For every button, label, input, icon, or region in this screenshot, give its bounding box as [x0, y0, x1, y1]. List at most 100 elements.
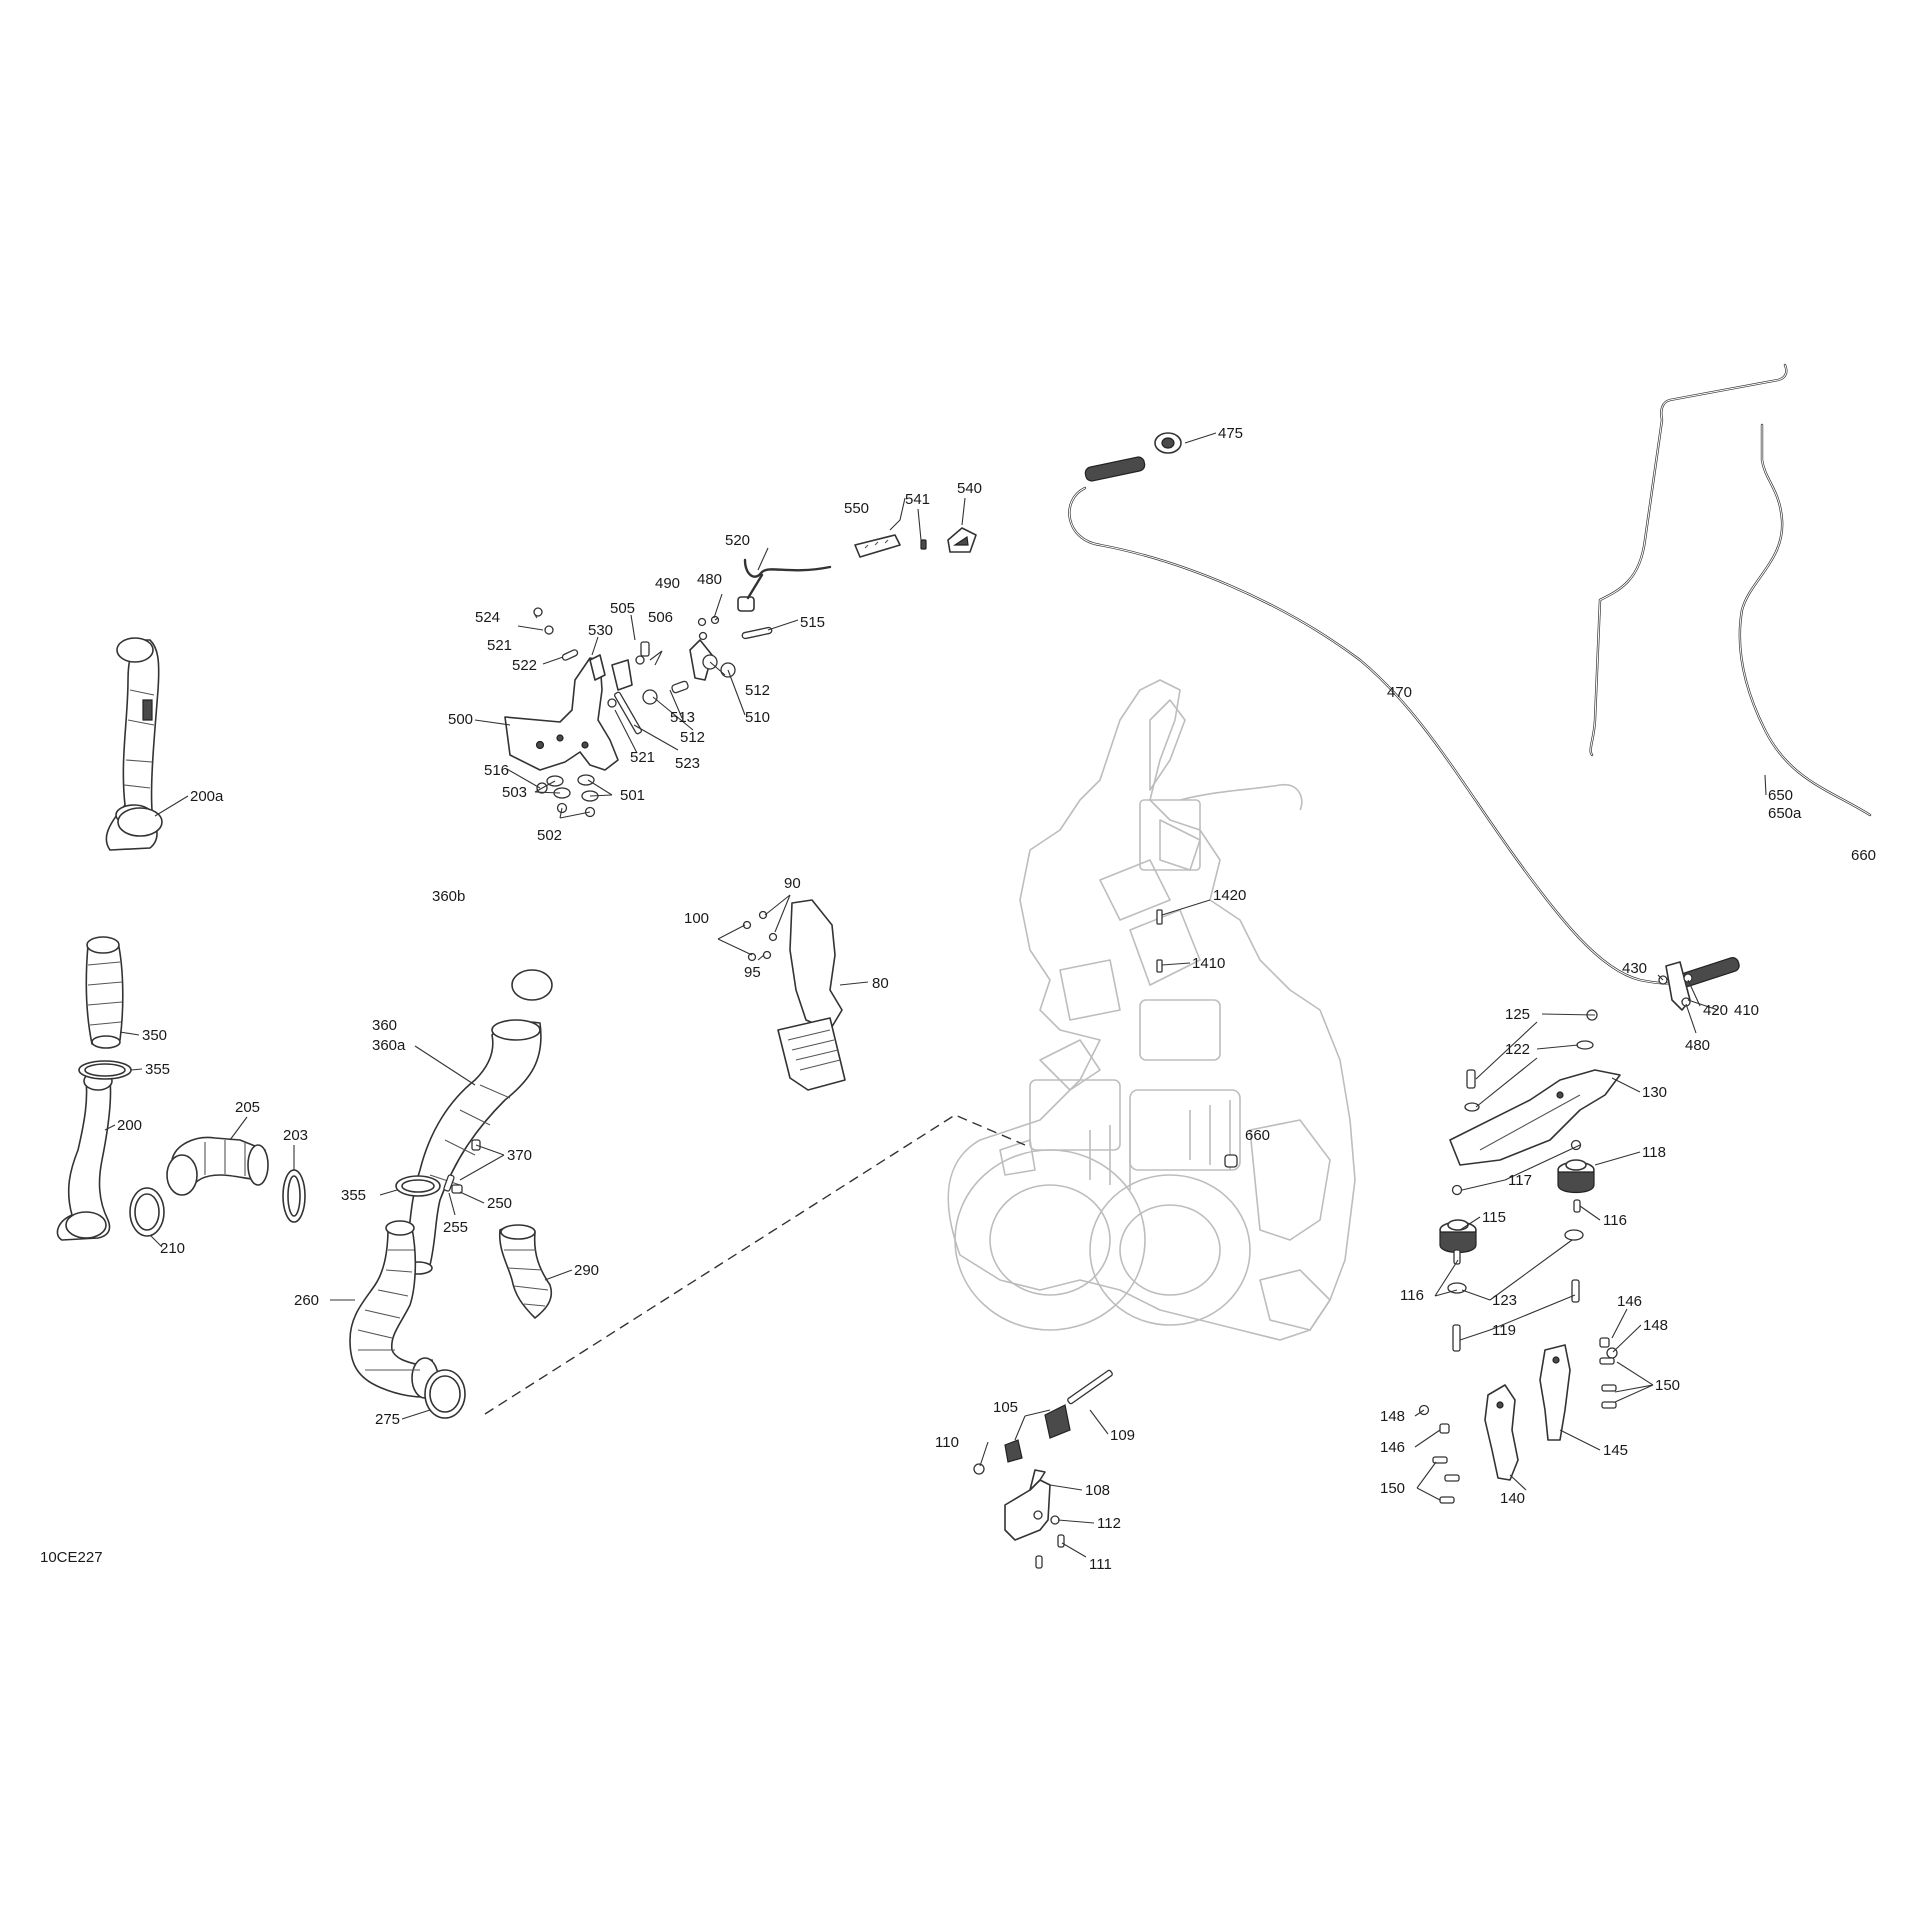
- label-118: 118: [1642, 1144, 1666, 1161]
- leader-lines: [104, 432, 1767, 1558]
- label-650: 650: [1768, 787, 1793, 804]
- rubber-mount-118: [1557, 1159, 1595, 1194]
- label-200: 200: [117, 1117, 142, 1134]
- cap-360b: [511, 969, 553, 1001]
- label-523: 523: [675, 755, 700, 772]
- fasteners-370-250-255: [443, 1139, 481, 1194]
- label-150: 150: [1655, 1377, 1680, 1394]
- label-522: 522: [512, 657, 537, 674]
- label-205: 205: [235, 1099, 260, 1116]
- pedal-arm-520: [737, 558, 832, 612]
- label-90: 90: [784, 875, 801, 892]
- clamp-355a: [78, 1060, 132, 1080]
- label-290: 290: [574, 1262, 599, 1279]
- label-470: 470: [1387, 684, 1412, 701]
- clamp-210: [129, 1187, 165, 1237]
- label-490: 490: [655, 575, 680, 592]
- label-146: 146: [1617, 1293, 1642, 1310]
- label-116: 116: [1400, 1287, 1424, 1304]
- bracket-145: [1539, 1344, 1571, 1441]
- label-148: 148: [1643, 1317, 1668, 1334]
- label-355: 355: [145, 1061, 170, 1078]
- label-530: 530: [588, 622, 613, 639]
- duct-290: [498, 1224, 553, 1319]
- label-145: 145: [1603, 1442, 1628, 1459]
- mount-bracket-108: [1004, 1469, 1065, 1569]
- label-660: 660: [1245, 1127, 1270, 1144]
- label-360: 360: [372, 1017, 397, 1034]
- label-122: 122: [1505, 1041, 1530, 1058]
- label-480: 480: [697, 571, 722, 588]
- label-512: 512: [680, 729, 705, 746]
- label-275: 275: [375, 1411, 400, 1428]
- duct-200: [56, 1071, 113, 1241]
- label-80: 80: [872, 975, 889, 992]
- bracket-410: [1658, 961, 1693, 1011]
- clamp-355b: [395, 1175, 441, 1197]
- label-410: 410: [1734, 1002, 1759, 1019]
- elbow-205: [166, 1136, 269, 1196]
- label-360a: 360a: [372, 1037, 406, 1054]
- label-512: 512: [745, 682, 770, 699]
- label-148: 148: [1380, 1408, 1405, 1425]
- label-540: 540: [957, 480, 982, 497]
- pedal-pad-550: [854, 534, 901, 558]
- label-200a: 200a: [190, 788, 224, 805]
- dashed-connector: [484, 1114, 1026, 1415]
- label-520: 520: [725, 532, 750, 549]
- label-430: 430: [1622, 960, 1647, 977]
- mount-109-105: [973, 1369, 1113, 1475]
- mount-fasteners-117-116-123-119: [1224, 1139, 1584, 1352]
- label-360b: 360b: [432, 888, 465, 905]
- label-355: 355: [341, 1187, 366, 1204]
- label-350: 350: [142, 1027, 167, 1044]
- label-119: 119: [1492, 1322, 1516, 1339]
- label-146: 146: [1380, 1439, 1405, 1456]
- pedal-80: [742, 899, 846, 1091]
- label-500: 500: [448, 711, 473, 728]
- label-480: 480: [1685, 1037, 1710, 1054]
- label-112: 112: [1097, 1515, 1121, 1532]
- label-110: 110: [935, 1434, 959, 1451]
- label-660: 660: [1851, 847, 1876, 864]
- label-370: 370: [507, 1147, 532, 1164]
- bracket-140: [1484, 1384, 1519, 1481]
- label-116: 116: [1603, 1212, 1627, 1229]
- label-516: 516: [484, 762, 509, 779]
- grommet-475: [1154, 432, 1182, 454]
- label-260: 260: [294, 1292, 319, 1309]
- pedal-bracket-500: [504, 657, 619, 771]
- label-100: 100: [684, 910, 709, 927]
- mount-fasteners-125-122: [1464, 1009, 1598, 1112]
- label-521: 521: [630, 749, 655, 766]
- label-513: 513: [670, 709, 695, 726]
- label-1410: 1410: [1192, 955, 1225, 972]
- label-108: 108: [1085, 1482, 1110, 1499]
- sensors-1420-1410: [1156, 909, 1163, 973]
- duct-360: [403, 1019, 542, 1275]
- label-203: 203: [283, 1127, 308, 1144]
- label-111: 111: [1089, 1556, 1112, 1573]
- label-650a: 650a: [1768, 805, 1802, 822]
- engine-assembly-background: [947, 679, 1356, 1341]
- label-95: 95: [744, 964, 761, 981]
- label-255: 255: [443, 1219, 468, 1236]
- label-505: 505: [610, 600, 635, 617]
- label-250: 250: [487, 1195, 512, 1212]
- cable-650: [1589, 363, 1872, 817]
- label-420: 420: [1703, 1002, 1728, 1019]
- label-475: 475: [1218, 425, 1243, 442]
- label-130: 130: [1642, 1084, 1667, 1101]
- label-210: 210: [160, 1240, 185, 1257]
- label-502: 502: [537, 827, 562, 844]
- clamp-203: [282, 1169, 306, 1223]
- label-550: 550: [844, 500, 869, 517]
- label-541: 541: [905, 491, 930, 508]
- diagram-code: 10CE227: [40, 1549, 103, 1566]
- label-524: 524: [475, 609, 500, 626]
- label-105: 105: [993, 1399, 1018, 1416]
- label-510: 510: [745, 709, 770, 726]
- label-123: 123: [1492, 1292, 1517, 1309]
- label-150: 150: [1380, 1480, 1405, 1497]
